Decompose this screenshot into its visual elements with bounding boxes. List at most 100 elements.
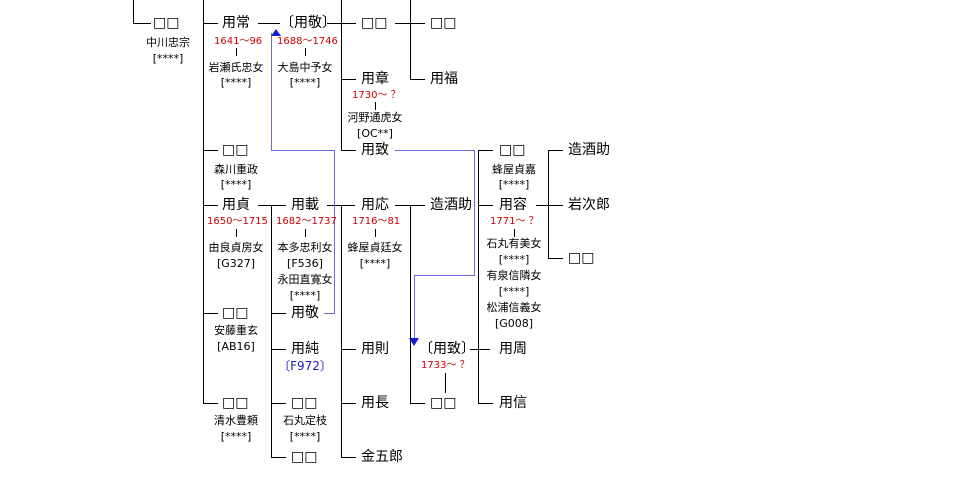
person-name[interactable]: □□ [222, 305, 249, 321]
connector-line [203, 0, 204, 404]
spouse-name: 岩瀬氏忠女 [208, 61, 264, 74]
connector-line [203, 313, 218, 314]
spouse-name: 蜂屋貞嘉 [492, 163, 536, 176]
spouse-tick [445, 373, 446, 393]
person-name[interactable]: □□ [153, 15, 180, 31]
person-name[interactable]: 用貞 [222, 197, 250, 213]
connector-line [341, 0, 342, 151]
person-name[interactable]: 〔用致〕 [419, 341, 475, 357]
person-name[interactable]: 造酒助 [568, 142, 610, 158]
person-name[interactable]: □□ [222, 142, 249, 158]
adoption-link-line [271, 33, 272, 151]
life-dates: 1688〜1746 [277, 36, 338, 47]
person-name[interactable]: 用章 [361, 71, 389, 87]
life-dates: 1716〜81 [352, 216, 401, 227]
connector-line [341, 79, 356, 80]
connector-line [410, 79, 425, 80]
spouse-ref: [G327] [216, 257, 256, 270]
person-name[interactable]: □□ [430, 395, 457, 411]
adoption-link-line [334, 150, 335, 314]
person-name[interactable]: 用敬 [291, 305, 319, 321]
person-name[interactable]: 用純 [291, 341, 319, 357]
person-name[interactable]: 〔用敬〕 [280, 15, 336, 31]
connector-line [341, 349, 356, 350]
spouse-name: 有泉信隣女 [486, 269, 542, 282]
person-name[interactable]: 用長 [361, 395, 389, 411]
person-name[interactable]: 用則 [361, 341, 389, 357]
spouse-name: 松浦信義女 [486, 301, 542, 314]
adoption-link-line [474, 150, 475, 276]
person-name[interactable]: 造酒助 [430, 197, 472, 213]
life-dates: 1771〜 ？ [490, 216, 539, 227]
connector-line [536, 205, 550, 206]
person-name[interactable]: 用致 [361, 142, 389, 158]
adoption-link-line [414, 275, 415, 340]
spouse-ref: [****] [220, 430, 252, 443]
connector-line [203, 403, 218, 404]
adoption-link-line [324, 313, 335, 314]
spouse-ref: [****] [152, 52, 184, 65]
connector-line [271, 205, 272, 458]
person-name[interactable]: 用信 [499, 395, 527, 411]
connector-line [548, 258, 563, 259]
person-name[interactable]: □□ [361, 15, 388, 31]
connector-line [258, 23, 280, 24]
spouse-ref: [****] [498, 285, 530, 298]
spouse-tick [305, 229, 306, 237]
person-name[interactable]: 用周 [499, 341, 527, 357]
person-name[interactable]: 金五郎 [361, 449, 403, 465]
spouse-ref: [****] [359, 257, 391, 270]
person-name[interactable]: 用応 [361, 197, 389, 213]
spouse-name: 由良貞房女 [208, 241, 264, 254]
connector-line [410, 205, 411, 404]
spouse-tick [236, 229, 237, 237]
person-name[interactable]: □□ [291, 395, 318, 411]
connector-line [548, 150, 563, 151]
person-name[interactable]: 用載 [291, 197, 319, 213]
spouse-ref: [****] [498, 253, 530, 266]
spouse-tick [375, 229, 376, 237]
connector-line [470, 349, 490, 350]
life-dates: 1650〜1715 [207, 216, 268, 227]
connector-line [341, 457, 356, 458]
person-name[interactable]: □□ [430, 15, 457, 31]
spouse-tick [375, 102, 376, 110]
connector-line [133, 0, 134, 23]
connector-line [271, 349, 286, 350]
connector-line [203, 150, 218, 151]
person-name[interactable]: □□ [291, 449, 318, 465]
person-name[interactable]: 用福 [430, 71, 458, 87]
spouse-tick [514, 229, 515, 237]
spouse-ref: [****] [289, 76, 321, 89]
person-name[interactable]: 用容 [499, 197, 527, 213]
connector-line [258, 205, 286, 206]
spouse-name: 石丸定枝 [283, 414, 327, 427]
person-name[interactable]: 用常 [222, 15, 250, 31]
spouse-name: 清水豊頼 [214, 414, 258, 427]
spouse-name: 永田直寛女 [277, 273, 333, 286]
connector-line [203, 205, 218, 206]
spouse-ref: [****] [220, 76, 252, 89]
person-name[interactable]: □□ [568, 250, 595, 266]
connector-line [271, 313, 286, 314]
spouse-name: 蜂屋貞廷女 [347, 241, 403, 254]
adoption-link-line [395, 150, 475, 151]
spouse-ref: [AB16] [217, 340, 255, 353]
person-name[interactable]: □□ [499, 142, 526, 158]
connector-line [478, 150, 479, 404]
person-name[interactable]: 岩次郎 [568, 197, 610, 213]
connector-line [478, 205, 493, 206]
life-dates: 1730〜 ？ [352, 90, 401, 101]
arrow-head-icon [409, 338, 419, 346]
reference-link[interactable]: 〔F972〕 [278, 359, 332, 373]
spouse-ref: [****] [220, 178, 252, 191]
adoption-link-line [271, 150, 335, 151]
spouse-ref: [****] [498, 178, 530, 191]
spouse-ref: [G008] [494, 317, 534, 330]
connector-line [548, 205, 563, 206]
connector-line [478, 150, 493, 151]
connector-line [203, 23, 218, 24]
person-name[interactable]: □□ [222, 395, 249, 411]
connector-line [341, 23, 356, 24]
